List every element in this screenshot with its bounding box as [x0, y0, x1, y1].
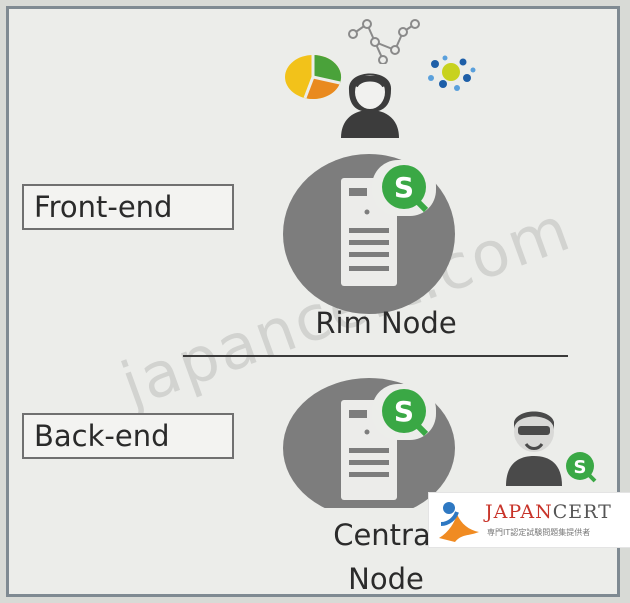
logo-mark-icon	[439, 502, 479, 542]
back-end-label: Back-end	[22, 413, 234, 459]
scatter-cluster-icon	[428, 55, 476, 91]
admin-avatar-icon: S	[506, 411, 597, 486]
logo-tagline: 専門IT認定試験問題集提供者	[487, 528, 591, 537]
pie-chart-icon	[285, 54, 342, 99]
network-graph-icon	[348, 19, 420, 64]
svg-text:S: S	[574, 457, 587, 478]
front-end-label: Front-end	[22, 184, 234, 230]
logo-brand: JAPANCERT	[485, 501, 612, 523]
qlik-badge-icon: S	[372, 384, 436, 440]
central-node-label-line1: Central	[333, 518, 439, 552]
logo-brand-part1: JAPAN	[485, 501, 553, 523]
svg-text:S: S	[394, 171, 414, 204]
front-back-divider	[183, 355, 568, 357]
japancert-logo: JAPANCERT 専門IT認定試験問題集提供者	[428, 492, 630, 548]
rim-node-label: Rim Node	[315, 306, 457, 340]
logo-brand-part2: CERT	[552, 501, 612, 523]
central-node-label-line2: Node	[348, 562, 424, 596]
qlik-badge-icon: S	[372, 160, 436, 216]
user-avatar-icon	[341, 73, 399, 138]
svg-text:S: S	[394, 395, 414, 428]
